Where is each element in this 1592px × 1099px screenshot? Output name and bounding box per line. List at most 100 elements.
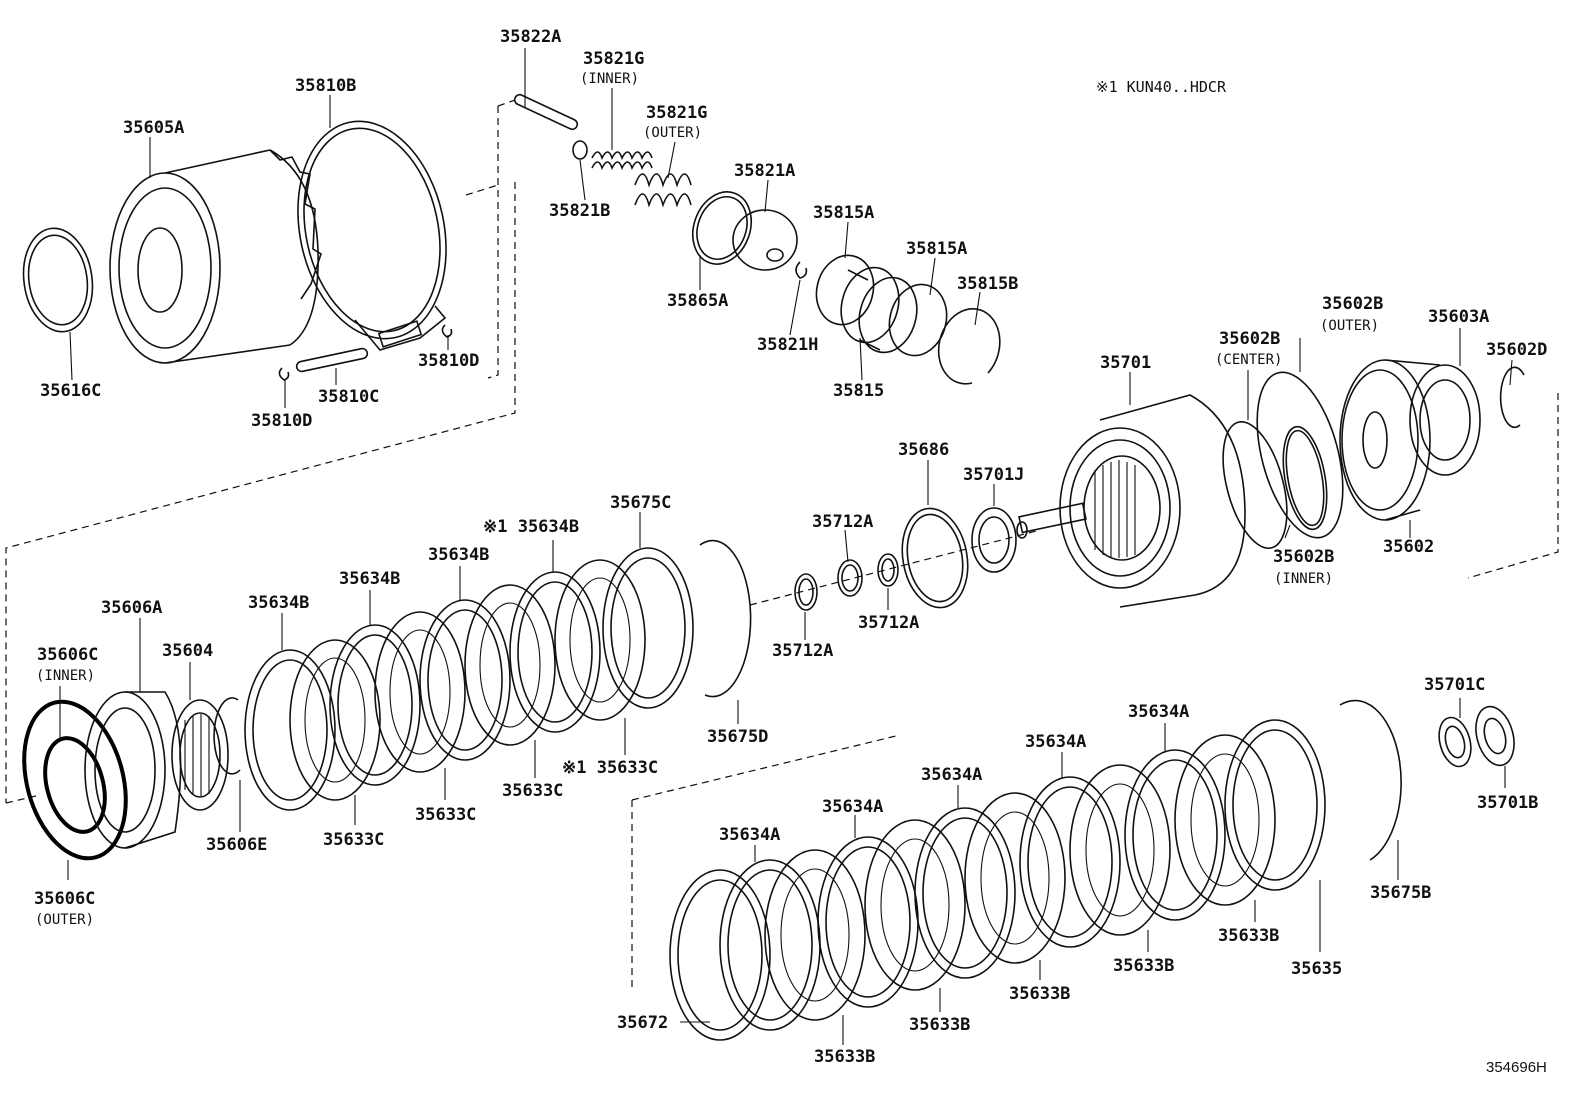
dashed-link-drum	[465, 184, 499, 196]
part-35810B	[297, 120, 447, 351]
label-35712A-3: 35712A	[772, 641, 833, 661]
label-35701C: 35701C	[1424, 675, 1485, 695]
label-35634A-1: 35634A	[1128, 702, 1189, 722]
label-35701: 35701	[1100, 353, 1151, 373]
leader-lines	[59, 48, 1513, 1045]
part-35712A-2	[877, 553, 899, 587]
dashed-group-outline-left-bottom	[5, 794, 41, 804]
clutch-pack-bottom	[669, 699, 1402, 1041]
label-35810D-2: 35810D	[418, 351, 479, 371]
label-35633B-4: 35633B	[909, 1015, 970, 1035]
dashed-link-pin	[497, 99, 516, 107]
part-35604	[171, 699, 229, 811]
part-35701B	[1475, 705, 1515, 767]
label-35606C-inner: 35606C	[37, 645, 98, 665]
part-35810C	[295, 347, 369, 373]
part-35810D-right	[441, 324, 453, 338]
disc-35633C-2	[374, 611, 466, 773]
label-35821G-outer-sub: (OUTER)	[643, 125, 702, 141]
label-35634A-3: 35634A	[921, 765, 982, 785]
part-35815A-2	[888, 283, 948, 357]
label-35633B-1: 35633B	[1218, 926, 1279, 946]
part-35602B-center	[1222, 420, 1288, 550]
label-35634B-1: 35634B	[428, 545, 489, 565]
label-35686: 35686	[898, 440, 949, 460]
part-35821G-outer-spring	[634, 173, 692, 208]
label-35675C: 35675C	[610, 493, 671, 513]
label-35606C-inner-sub: (INNER)	[36, 668, 95, 684]
plate-35634B-2	[329, 624, 421, 786]
clutch-pack-middle	[244, 539, 752, 811]
part-35701C	[1438, 716, 1472, 768]
label-35815A-2: 35815A	[906, 239, 967, 259]
label-35633C-1: 35633C	[502, 781, 563, 801]
part-35616C	[22, 227, 94, 333]
label-35822A: 35822A	[500, 27, 561, 47]
part-35606C-outer	[22, 699, 128, 861]
label-35821H: 35821H	[757, 335, 818, 355]
label-35821B: 35821B	[549, 201, 610, 221]
label-35633C-2: 35633C	[415, 805, 476, 825]
label-35633B-2: 35633B	[1113, 956, 1174, 976]
part-35815A-1	[815, 254, 875, 326]
catalog-number: 354696H	[1486, 1059, 1547, 1076]
part-35821B	[572, 140, 588, 160]
plate-35635	[1224, 719, 1326, 891]
label-35634B-3: 35634B	[248, 593, 309, 613]
label-35815: 35815	[833, 381, 884, 401]
label-35821G-inner-sub: (INNER)	[580, 71, 639, 87]
plate-35634A-4	[1019, 776, 1121, 948]
label-35602B-center-sub: (CENTER)	[1215, 352, 1282, 368]
part-35821H	[795, 261, 808, 279]
disc-35633B-1	[764, 849, 866, 1021]
label-35712A-1: 35712A	[812, 512, 873, 532]
label-35602B-outer-sub: (OUTER)	[1320, 318, 1379, 334]
plate-35675C	[602, 547, 694, 709]
plate-35634B-3	[419, 599, 511, 761]
label-35602D: 35602D	[1486, 340, 1547, 360]
dashed-group-outline-right	[1467, 393, 1559, 579]
label-35634A-4: 35634A	[822, 797, 883, 817]
label-35606C-outer: 35606C	[34, 889, 95, 909]
part-35602B-outer	[1256, 371, 1344, 539]
label-35633C-star: ※1 35633C	[562, 758, 658, 778]
part-labels: ※1 KUN40..HDCR 35822A 35821G (INNER) 358…	[34, 27, 1547, 1076]
part-35701J	[971, 507, 1017, 573]
plate-35672	[669, 869, 771, 1041]
label-35634A-5: 35634A	[719, 825, 780, 845]
dashed-group-outline-top	[487, 106, 499, 379]
label-35606C-outer-sub: (OUTER)	[35, 912, 94, 928]
label-35701B: 35701B	[1477, 793, 1538, 813]
part-35605A	[109, 149, 322, 364]
label-35675D: 35675D	[707, 727, 768, 747]
label-35633C-3: 35633C	[323, 830, 384, 850]
label-35603A: 35603A	[1428, 307, 1489, 327]
part-35815	[840, 266, 918, 354]
dashed-group-outline-bottom-top	[631, 734, 901, 801]
dashed-group-outline-left	[5, 182, 516, 803]
label-35633B-3: 35633B	[1009, 984, 1070, 1004]
label-35865A: 35865A	[667, 291, 728, 311]
label-35672: 35672	[617, 1013, 668, 1033]
label-35810C: 35810C	[318, 387, 379, 407]
snap-ring-35675D	[699, 539, 752, 698]
label-35602B-center: 35602B	[1219, 329, 1280, 349]
disc-35633B-2	[864, 819, 966, 991]
label-35602B-outer: 35602B	[1322, 294, 1383, 314]
label-35602B-inner-sub: (INNER)	[1274, 571, 1333, 587]
part-35602	[1339, 359, 1441, 521]
part-35602D	[1499, 366, 1525, 429]
part-35821G-inner-spring	[591, 151, 653, 171]
plate-35634A-3	[914, 807, 1016, 979]
part-35606C-inner	[43, 736, 107, 834]
label-35712A-2: 35712A	[858, 613, 919, 633]
label-35602: 35602	[1383, 537, 1434, 557]
part-35602B-inner	[1282, 425, 1328, 531]
part-35865A	[692, 191, 752, 265]
disc-35633B-5	[1174, 734, 1276, 906]
label-35634B-2: 35634B	[339, 569, 400, 589]
disc-35633C-1	[289, 639, 381, 801]
plate-35634B-1	[244, 649, 336, 811]
label-35701J: 35701J	[963, 465, 1024, 485]
